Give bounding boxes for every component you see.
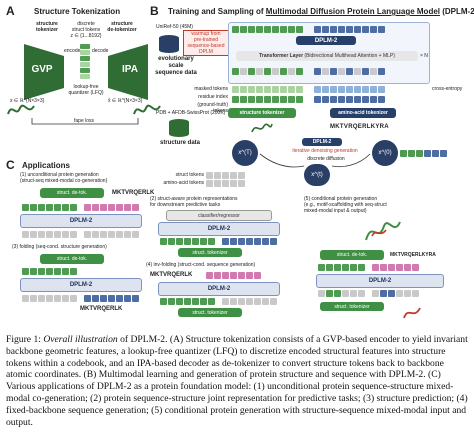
- sampling-note: iterative denoising generation: [292, 148, 358, 154]
- ground-truth-label: (ground-truth) tokens: [197, 102, 228, 114]
- app5-title: (5) conditional protein generation (e.g.…: [304, 196, 387, 214]
- caption-body: of DPLM-2. (A) Structure tokenization co…: [6, 334, 468, 428]
- app1-title: (1) unconditional protein generation (st…: [20, 172, 108, 184]
- app1-dplm2: DPLM-2: [20, 214, 142, 228]
- masked-tokens-label: masked tokens: [194, 86, 228, 92]
- caption-lead: Figure 1:: [6, 334, 44, 345]
- gvp-label: GVP: [31, 64, 53, 75]
- uniref-label: UniRef-50 (45M): [156, 24, 193, 30]
- app5-input-tokens: [318, 290, 419, 297]
- structure-database-icon: [169, 119, 189, 137]
- fape-loss-arrow: [31, 118, 139, 125]
- decode-label: decode: [92, 48, 109, 54]
- app3-title: (3) folding (seq-cond. structure generat…: [12, 244, 107, 250]
- fape-loss-label: fape loss: [74, 118, 95, 124]
- app3-dplm2: DPLM-2: [20, 278, 142, 292]
- output-token-row: [232, 26, 385, 33]
- app1-input-tokens: [22, 231, 139, 238]
- app5-protein-output-icon: [365, 221, 401, 241]
- app2-input-tokens: [160, 238, 277, 245]
- pdb-label: PDB + AFDB-SwissProt (200K): [156, 110, 226, 116]
- structure-tokenizer-box: structure tokenizer: [228, 108, 296, 118]
- input-protein-icon: [7, 104, 35, 115]
- app5-struct-tok: struct. tokenizer: [320, 302, 384, 311]
- panel-c-title: Applications: [22, 161, 71, 170]
- sample-aa-tokens: [206, 180, 245, 187]
- panel-a-title: Structure Tokenization: [34, 7, 121, 16]
- ipa-label: IPA: [122, 64, 138, 75]
- input-coords-label: x ∈ ℝ^{N×3×3}: [10, 98, 45, 104]
- masked-token-row: [232, 68, 385, 75]
- aa-tokenizer-box: amino-acid tokenizer: [330, 108, 396, 118]
- app3-input-tokens: [22, 295, 139, 302]
- discrete-tokens-label: discrete struct tokens: [71, 21, 101, 33]
- app4-seq-output: MKTVRQERLK: [150, 272, 193, 278]
- caption-title: Overall illustration: [43, 334, 118, 345]
- panel-b-title: Training and Sampling of Multimodal Diff…: [168, 7, 474, 16]
- app4-input-tokens: [160, 298, 277, 305]
- app5-dplm2: DPLM-2: [316, 274, 444, 288]
- repeat-label: × N: [420, 53, 428, 59]
- app2-classifier: classifier/regressor: [166, 210, 272, 221]
- output-protein-icon: [133, 104, 161, 115]
- discrete-diffusion-label: discrete diffusion: [307, 156, 345, 162]
- app5-output-tokens: [318, 264, 419, 271]
- app2-title: (2) struct-aware protein representations…: [150, 196, 238, 208]
- lfq-label: lookup-free quantizer (LFQ): [68, 84, 104, 96]
- warmup-note: warmup from pre-trained sequence-based D…: [183, 30, 229, 56]
- panel-b-letter: B: [150, 4, 159, 18]
- state-xt: x^(t): [304, 164, 330, 186]
- sample-struct-tokens: [206, 172, 245, 179]
- state-x0: x^(0): [372, 140, 398, 166]
- sequence-example: MKTVRQERLKYRA: [330, 124, 389, 130]
- app4-output-tokens: [206, 272, 261, 279]
- app4-title: (4) inv-folding (struct-cond. sequence g…: [146, 262, 256, 268]
- app2-dplm2: DPLM-2: [158, 222, 280, 236]
- app5-motif-input-icon: [403, 307, 421, 319]
- structure-detokenizer-label: structure de-tokenizer: [107, 21, 137, 33]
- app3-output-tokens: [22, 268, 77, 275]
- structure-data-label: structure data: [160, 140, 201, 146]
- token-range-label: z ∈ {1...8192}: [70, 33, 102, 39]
- transformer-layer-box: Transformer Layer (Bidirectional Multihe…: [236, 51, 418, 61]
- app1-struct-detok: struct. de-tok.: [40, 188, 104, 198]
- ground-truth-row: [232, 96, 385, 103]
- app3-struct-detok: struct. de-tok.: [40, 254, 104, 264]
- app4-dplm2: DPLM-2: [158, 282, 280, 296]
- figure-caption: Figure 1: Overall illustration of DPLM-2…: [6, 334, 468, 428]
- sampling-dplm2-box: DPLM-2: [302, 138, 342, 146]
- state-xT: x^(T): [232, 140, 258, 166]
- evo-data-label: evolutionary scale sequence data: [155, 56, 197, 76]
- ipa-decoder-shape: [108, 44, 148, 100]
- app5-struct-detok: struct. de-tok.: [320, 250, 384, 260]
- final-token-row: [400, 150, 447, 157]
- gvp-encoder-shape: [24, 44, 64, 100]
- figure: A Structure Tokenization structure token…: [6, 4, 474, 319]
- sequence-database-icon: [159, 35, 179, 53]
- encode-label: encode: [64, 48, 81, 54]
- app4-struct-tok: struct. tokenizer: [178, 308, 242, 317]
- residue-index-label: residue index: [198, 94, 228, 100]
- app3-seq-input: MKTVRQERLK: [80, 306, 123, 312]
- residue-index-row: [232, 86, 385, 93]
- cross-entropy-label: cross-entropy: [432, 86, 463, 92]
- app2-struct-tok: struct. tokenizer: [178, 248, 242, 257]
- dplm2-header: DPLM-2: [296, 36, 356, 45]
- app1-seq-output: MKTVRQERLK: [112, 190, 155, 196]
- aa-tokens-legend: amino-acid tokens: [163, 180, 204, 186]
- struct-tokens-legend: struct tokens: [175, 172, 204, 178]
- panel-a-letter: A: [6, 4, 15, 18]
- panel-c-letter: C: [6, 158, 15, 172]
- app5-seq-output: MKTVRQERLKYRA: [390, 252, 436, 258]
- structure-example-icon: [251, 123, 273, 133]
- discrete-token-column: [80, 44, 90, 79]
- output-coords-label: x̂ ∈ ℝ^{N×3×3}: [108, 98, 143, 104]
- structure-tokenizer-label: structure tokenizer: [36, 21, 58, 33]
- app1-output-tokens: [22, 204, 139, 211]
- sampling-arrows: [259, 153, 371, 168]
